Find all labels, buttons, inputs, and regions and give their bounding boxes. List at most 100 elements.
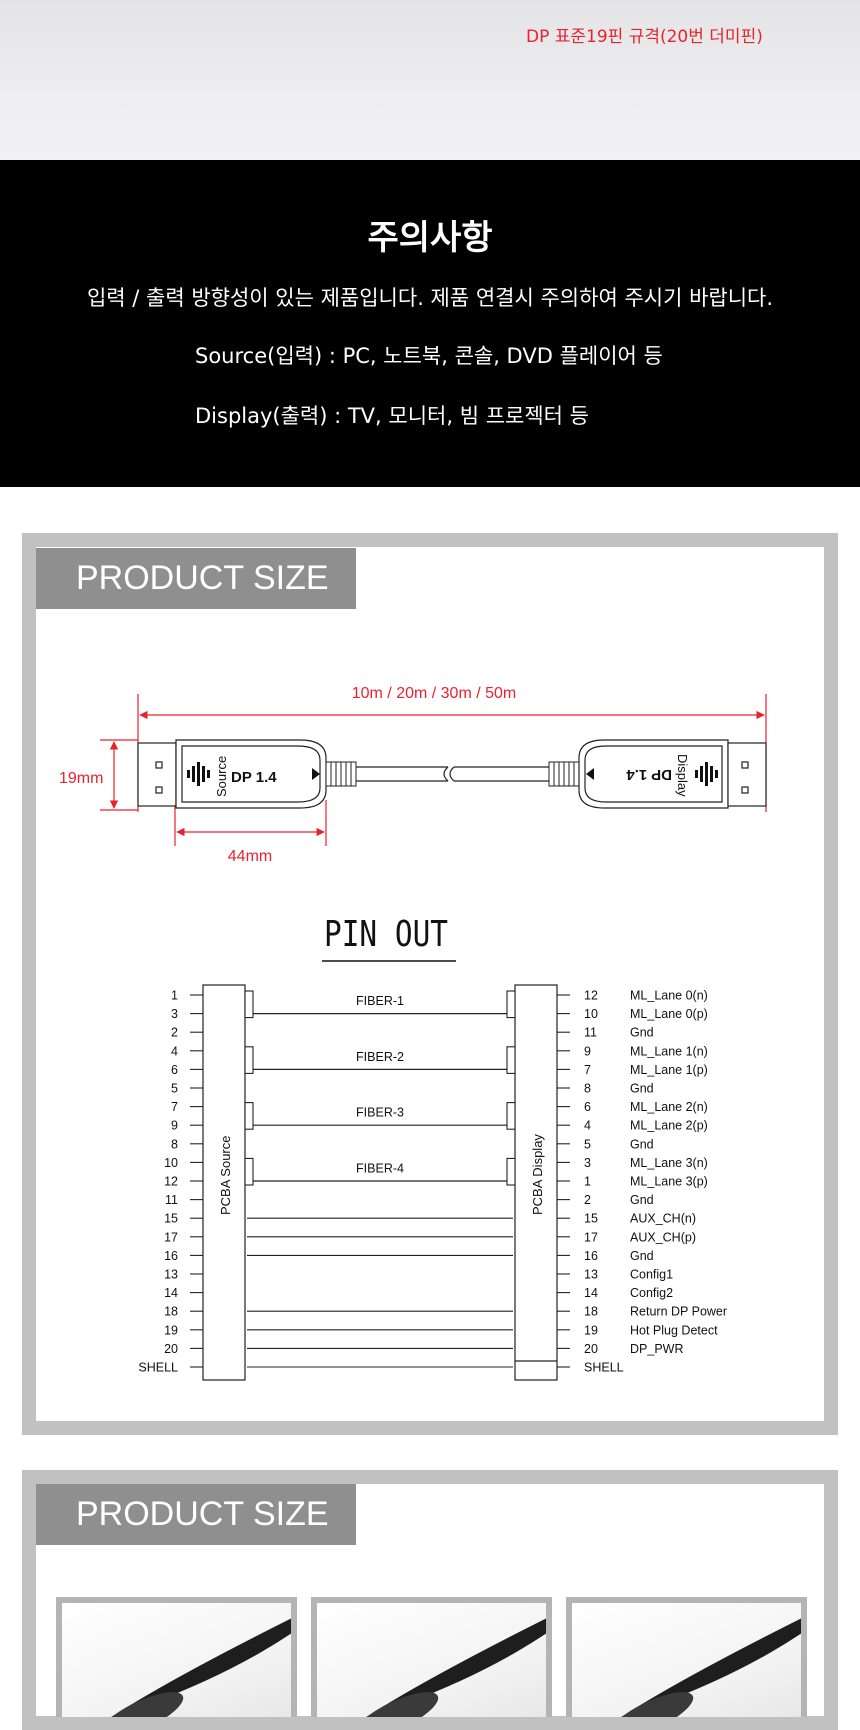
- signal-name: ML_Lane 2(n): [630, 1100, 708, 1114]
- pcba-source-label: PCBA Source: [218, 1136, 233, 1216]
- right-pin-number: 10: [584, 1007, 598, 1021]
- direction-arrow-icon: [312, 768, 320, 780]
- right-pin-number: 5: [584, 1137, 591, 1151]
- right-pin-number: 2: [584, 1193, 591, 1207]
- left-pin-number: 2: [171, 1026, 178, 1040]
- signal-name: Config2: [630, 1286, 673, 1300]
- left-pin-number: 9: [171, 1119, 178, 1133]
- source-connector: [137, 739, 327, 809]
- left-pin-number: 6: [171, 1063, 178, 1077]
- notice-display-text: Display(출력) : TV, 모니터, 빔 프로젝터 등: [195, 404, 589, 428]
- width-label: 44mm: [228, 848, 272, 865]
- display-side-label: Display: [675, 754, 690, 797]
- left-pin-number: 8: [171, 1137, 178, 1151]
- strain-relief-right: [548, 761, 580, 787]
- right-pin-number: 20: [584, 1342, 598, 1356]
- product-size-tab: PRODUCT SIZE: [36, 548, 356, 609]
- signal-name: ML_Lane 3(n): [630, 1156, 708, 1170]
- right-pin-number: 1: [584, 1175, 591, 1189]
- right-pin-number: 15: [584, 1212, 598, 1226]
- fiber-label: FIBER-4: [356, 1161, 404, 1175]
- right-pin-number: 7: [584, 1063, 591, 1077]
- left-pin-number: 4: [171, 1044, 178, 1058]
- left-pin-number: 3: [171, 1007, 178, 1021]
- left-pin-number: 13: [164, 1268, 178, 1282]
- signal-name: Gnd: [630, 1137, 654, 1151]
- pin-out-title: PIN OUT: [324, 914, 448, 955]
- left-pin-number: 1: [171, 989, 178, 1003]
- signal-name: ML_Lane 3(p): [630, 1175, 708, 1189]
- fiber-label: FIBER-3: [356, 1106, 404, 1120]
- signal-name: AUX_CH(n): [630, 1212, 696, 1226]
- pcba-display-label: PCBA Display: [530, 1134, 545, 1215]
- right-pin-number: 11: [584, 1026, 597, 1040]
- left-pin-number: 14: [164, 1286, 178, 1300]
- left-pin-number: 15: [164, 1212, 178, 1226]
- product-size-tab-2: PRODUCT SIZE: [36, 1484, 356, 1545]
- source-brand-label: DP 1.4: [231, 769, 277, 786]
- cable: [356, 766, 549, 782]
- fiber-node-left: [244, 1157, 254, 1186]
- left-pin-number: 7: [171, 1100, 178, 1114]
- left-pin-number: 12: [164, 1175, 178, 1189]
- direction-arrow-icon: [586, 768, 594, 780]
- signal-name: ML_Lane 0(n): [630, 989, 708, 1003]
- product-diagram: 10m / 20m / 30m / 50m 19mm 44mm Source D…: [59, 685, 767, 1381]
- left-pin-number: 20: [164, 1342, 178, 1356]
- cable-photo-3: [566, 1597, 807, 1717]
- right-pin-number: 4: [584, 1119, 591, 1133]
- strain-relief-left: [325, 761, 357, 787]
- signal-name: Return DP Power: [630, 1305, 727, 1319]
- fiber-node-right: [506, 1157, 516, 1186]
- signal-name: Gnd: [630, 1026, 654, 1040]
- fiber-node-left: [244, 1102, 254, 1130]
- signal-name: ML_Lane 0(p): [630, 1007, 708, 1021]
- display-brand-label: DP 1.4: [626, 766, 672, 783]
- signal-name: ML_Lane 1(p): [630, 1063, 708, 1077]
- right-pin-number: 9: [584, 1044, 591, 1058]
- fiber-node-right: [506, 990, 516, 1019]
- right-pin-number: 13: [584, 1268, 598, 1282]
- right-pin-number: 17: [584, 1230, 598, 1244]
- signal-name: AUX_CH(p): [630, 1230, 696, 1244]
- signal-name: ML_Lane 1(n): [630, 1044, 708, 1058]
- left-pin-number: 19: [164, 1323, 178, 1337]
- right-pin-number: 3: [584, 1156, 591, 1170]
- display-logo-icon: [695, 762, 718, 786]
- cable-photo-1: [56, 1597, 297, 1717]
- source-side-label: Source: [214, 756, 229, 797]
- left-pin-number: SHELL: [138, 1361, 178, 1375]
- right-pin-number: 14: [584, 1286, 598, 1300]
- right-pin-number: 12: [584, 989, 598, 1003]
- height-label: 19mm: [59, 770, 103, 787]
- signal-name: Gnd: [630, 1249, 654, 1263]
- fiber-label: FIBER-1: [356, 994, 404, 1008]
- pin-spec-note: DP 표준19핀 규격(20번 더미핀): [526, 27, 763, 47]
- notice-source-text: Source(입력) : PC, 노트북, 콘솔, DVD 플레이어 등: [195, 344, 663, 368]
- source-logo-icon: [187, 762, 210, 786]
- right-pin-number: 18: [584, 1305, 598, 1319]
- fiber-node-left: [244, 1046, 254, 1074]
- left-pin-number: 10: [164, 1156, 178, 1170]
- notice-direction-text: 입력 / 출력 방향성이 있는 제품입니다. 제품 연결시 주의하여 주시기 바…: [86, 286, 774, 310]
- right-pin-number: 16: [584, 1249, 598, 1263]
- signal-name: DP_PWR: [630, 1342, 683, 1356]
- length-label: 10m / 20m / 30m / 50m: [352, 685, 517, 702]
- right-pin-number: SHELL: [584, 1361, 624, 1375]
- left-pin-number: 16: [164, 1249, 178, 1263]
- cable-photo-2: [311, 1597, 552, 1717]
- left-pin-number: 18: [164, 1305, 178, 1319]
- signal-name: ML_Lane 2(p): [630, 1119, 708, 1133]
- signal-name: Gnd: [630, 1193, 654, 1207]
- signal-name: Hot Plug Detect: [630, 1323, 718, 1337]
- right-pin-number: 19: [584, 1323, 598, 1337]
- signal-name: Gnd: [630, 1082, 654, 1096]
- left-pin-number: 5: [171, 1082, 178, 1096]
- fiber-node-right: [506, 1046, 516, 1074]
- pcba-source-block: [202, 984, 246, 1381]
- notice-section: 주의사항 입력 / 출력 방향성이 있는 제품입니다. 제품 연결시 주의하여 …: [0, 160, 860, 487]
- left-pin-number: 11: [165, 1193, 178, 1207]
- fiber-node-right: [506, 1102, 516, 1130]
- top-banner: DP 표준19핀 규격(20번 더미핀): [0, 0, 860, 160]
